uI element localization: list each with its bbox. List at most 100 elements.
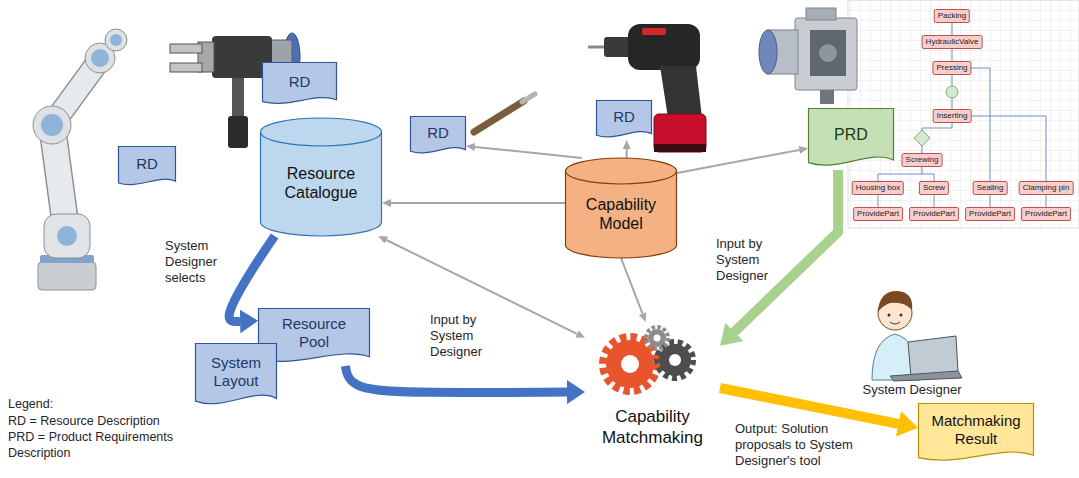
designer-figure-part [900,314,903,317]
node-label: System Layout [203,354,269,390]
legend-text: RD = Resource Description [8,414,160,428]
node-label: RD [600,108,648,126]
node-label: RD [266,73,333,91]
flow-arrow [626,149,628,158]
flow-arrow [386,240,577,334]
matchmaking-result: Matchmaking Result [918,403,1034,465]
resource-description: RD [410,116,466,156]
hydraulic-valve-part [810,30,846,76]
process-step: Housing box [852,181,904,195]
node-label: Capability Matchmaking [585,407,720,448]
arrow-label: Input by System Designer [716,236,772,284]
electric-screwdriver [588,24,706,152]
document-shape [919,404,1034,461]
gears-icon-part [657,342,693,378]
gears-icon-part [654,335,661,342]
electric-screwdriver-part [654,144,706,152]
designer-figure-part [878,291,912,312]
process-step: Pressing [932,61,971,75]
flow-arrow [345,366,567,393]
gripper-part [170,63,202,72]
gripper-part [228,116,248,148]
screwdriver-bit-part [522,94,535,102]
legend-text: PRD = Product Requirements Description [8,430,173,460]
flowchart-screenshot-part [914,130,930,146]
robot-arm-part [33,106,71,144]
gears-icon-part [659,344,691,376]
process-step: Inserting [933,109,972,123]
robot-arm-part [44,214,90,258]
process-step: Packing [934,9,970,23]
gears-icon-part [648,329,666,347]
designer-figure-part [890,371,962,381]
node-label: Resource Catalogue [266,164,376,202]
node-label: Matchmaking Result [923,412,1029,448]
resource-description: RD [118,146,176,188]
process-step: ProvidePart [853,207,903,221]
document-shape [411,117,466,153]
flow-arrow [475,147,582,158]
hydraulic-valve-part [806,8,836,20]
process-step: Screw [919,181,949,195]
system-layout: System Layout [195,343,277,409]
legend-title: Legend: [8,396,128,412]
gripper-part [232,78,244,116]
document-shape [119,147,176,185]
process-step: ProvidePart [909,207,959,221]
hydraulic-valve [759,8,857,104]
document-shape [196,344,277,404]
cylinder-rim [261,132,382,146]
node-label: RD [122,155,172,173]
flowchart-screenshot-part [946,86,958,98]
node-label: Capability Model [571,195,671,233]
process-step: Screwing [902,153,943,167]
node-label: Resource Pool [270,315,358,351]
gears-icon-part [646,327,668,349]
gripper-part [170,44,202,53]
robot-arm-part [110,34,122,46]
process-step: ProvidePart [1021,207,1071,221]
gears-icon-part [606,340,654,388]
flow-arrow [621,258,643,314]
designer-figure-part [890,322,900,324]
robot-arm-part [38,262,96,290]
capability-model: Capability Model [565,158,677,258]
arrow-label: System Designer selects [165,238,225,286]
document-shape [809,109,894,166]
flow-arrow [391,202,565,204]
robot-arm [33,29,127,290]
hydraulic-valve-part [819,44,837,62]
document-shape [263,63,337,104]
gears-icon-part [669,354,681,366]
legend-entry: RD = Resource Description [8,413,180,429]
resource-description: RD [596,100,652,140]
electric-screwdriver-part [588,46,606,49]
legend-entry: PRD = Product Requirements Description [8,429,180,461]
arrow-label: Input by System Designer [430,312,488,360]
arrow-label: Output: Solution proposals to System Des… [735,421,885,469]
legend: RD = Resource DescriptionPRD = Product R… [8,413,180,461]
electric-screwdriver-part [628,24,700,70]
hydraulic-valve-part [820,90,834,104]
flowchart-screenshot-part [952,116,1046,214]
connectors [229,147,898,424]
resource-catalogue: Resource Catalogue [260,118,382,236]
screwdriver-bit [474,94,535,132]
actor-label: System Designer [860,382,964,398]
cylinder-rim [566,171,677,184]
designer-figure-part [908,336,958,377]
hydraulic-valve-part [795,18,857,90]
robot-arm-part [91,49,109,67]
robot-arm-part [41,114,63,136]
electric-screwdriver-part [660,66,702,118]
database-cylinder [261,118,382,236]
process-step: Clamping pin [1019,181,1074,195]
robot-arm-part [105,29,127,51]
database-cylinder [566,158,677,258]
matchmaking-engine: Capability Matchmaking [585,322,720,454]
document-shape [597,101,652,137]
